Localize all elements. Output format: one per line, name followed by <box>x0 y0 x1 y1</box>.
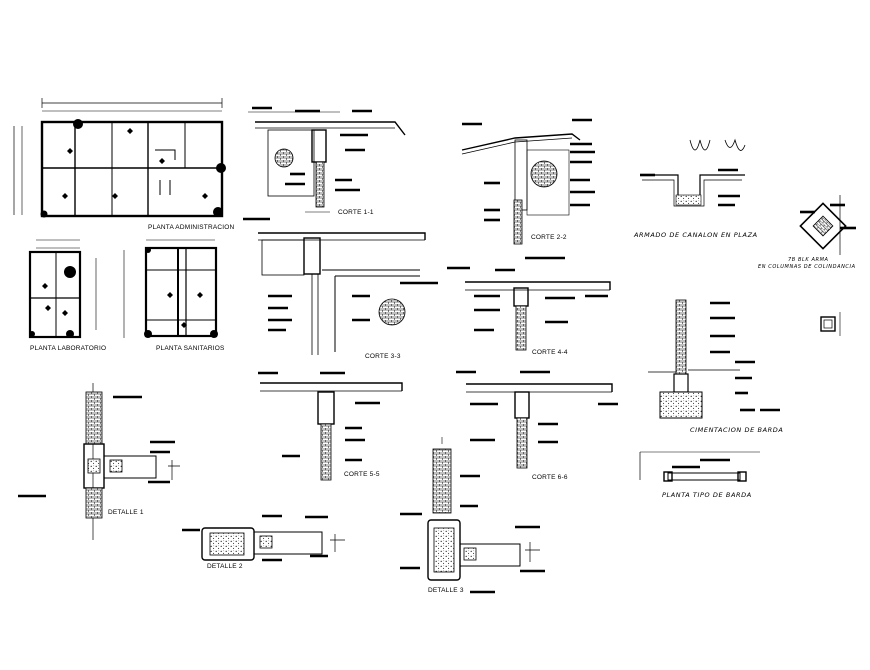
detalle-2-title: DETALLE 2 <box>207 563 243 570</box>
detalle-3: DETALLE 3 <box>400 437 545 594</box>
corte-1-1: CORTE 1-1 <box>248 106 406 216</box>
planta-administracion-title: PLANTA ADMINISTRACION <box>148 224 235 231</box>
cimentacion-barda: CIMENTACION DE BARDA <box>648 299 783 434</box>
corte-5-5-title: CORTE 5-5 <box>344 471 380 478</box>
corte-6-6: CORTE 6-6 <box>456 370 618 481</box>
planta-laboratorio: PLANTA LABORATORIO <box>28 239 106 352</box>
armado-canalon: ARMADO DE CANALON EN PLAZA <box>633 138 758 239</box>
corte-5-5: CORTE 5-5 <box>258 371 403 481</box>
planta-sanitarios: PLANTA SANITARIOS <box>123 239 225 352</box>
armado-canalon-title: ARMADO DE CANALON EN PLAZA <box>633 231 758 239</box>
planta-barda-title: PLANTA TIPO DE BARDA <box>662 491 752 499</box>
corte-6-6-title: CORTE 6-6 <box>532 474 568 481</box>
detalle-1-title: DETALLE 1 <box>108 509 144 516</box>
detalle-2: DETALLE 2 <box>182 514 345 570</box>
columna-colindancia: 7B BLK ARMA EN COLUMNAS DE COLINDANCIA <box>758 195 856 336</box>
corte-4-4: CORTE 4-4 <box>447 256 611 356</box>
corte-3-3-title: CORTE 3-3 <box>365 353 401 360</box>
planta-laboratorio-title: PLANTA LABORATORIO <box>30 345 106 352</box>
planta-administracion: PLANTA ADMINISTRACION <box>13 98 235 231</box>
planta-barda: PLANTA TIPO DE BARDA <box>639 451 760 499</box>
columna-note-1: 7B BLK ARMA <box>788 257 829 263</box>
corte-3-3: CORTE 3-3 <box>243 217 438 360</box>
cimentacion-barda-title: CIMENTACION DE BARDA <box>690 426 783 434</box>
corte-2-2-title: CORTE 2-2 <box>531 234 567 241</box>
corte-2-2: CORTE 2-2 <box>461 118 595 245</box>
detalle-1: DETALLE 1 <box>18 383 180 540</box>
columna-note-2: EN COLUMNAS DE COLINDANCIA <box>758 264 856 270</box>
corte-4-4-title: CORTE 4-4 <box>532 349 568 356</box>
corte-1-1-title: CORTE 1-1 <box>338 209 374 216</box>
planta-sanitarios-title: PLANTA SANITARIOS <box>156 345 225 352</box>
detalle-3-title: DETALLE 3 <box>428 587 464 594</box>
